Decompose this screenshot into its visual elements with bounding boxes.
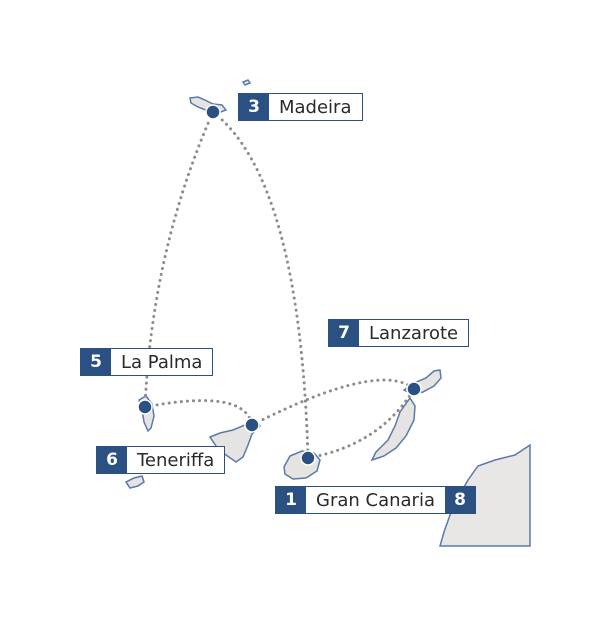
stop-number: 1 xyxy=(276,487,306,513)
route-gran-canaria-lanzarote xyxy=(306,387,416,460)
port-name: Gran Canaria xyxy=(316,489,435,511)
port-name: La Palma xyxy=(121,351,203,373)
port-marker-gran-canaria xyxy=(300,450,316,466)
port-marker-teneriffa xyxy=(244,417,260,433)
stop-number: 7 xyxy=(329,320,359,346)
stop-number-end: 8 xyxy=(444,487,475,513)
island-el-hierro xyxy=(124,475,145,489)
route-madeira-gran-canaria xyxy=(211,110,310,460)
port-marker-la-palma xyxy=(137,399,153,415)
island-fuerteventura xyxy=(370,396,416,462)
port-name: Lanzarote xyxy=(369,322,459,344)
port-name: Madeira xyxy=(279,96,352,118)
route-teneriffa-lanzarote xyxy=(250,378,416,427)
stop-number: 3 xyxy=(239,94,269,120)
port-label-teneriffa: 6 Teneriffa xyxy=(96,446,226,474)
port-label-lanzarote: 7 Lanzarote xyxy=(328,319,470,347)
route-la-palma-teneriffa xyxy=(143,399,254,427)
port-marker-lanzarote xyxy=(406,381,422,397)
stop-number: 6 xyxy=(97,447,127,473)
stop-number: 5 xyxy=(81,349,111,375)
port-name: Teneriffa xyxy=(137,449,215,471)
port-marker-madeira xyxy=(205,104,221,120)
port-label-gran-canaria: 1 Gran Canaria 8 xyxy=(275,486,476,514)
port-label-madeira: 3 Madeira xyxy=(238,93,363,121)
island-porto-santo xyxy=(241,79,252,86)
port-label-la-palma: 5 La Palma xyxy=(80,348,214,376)
